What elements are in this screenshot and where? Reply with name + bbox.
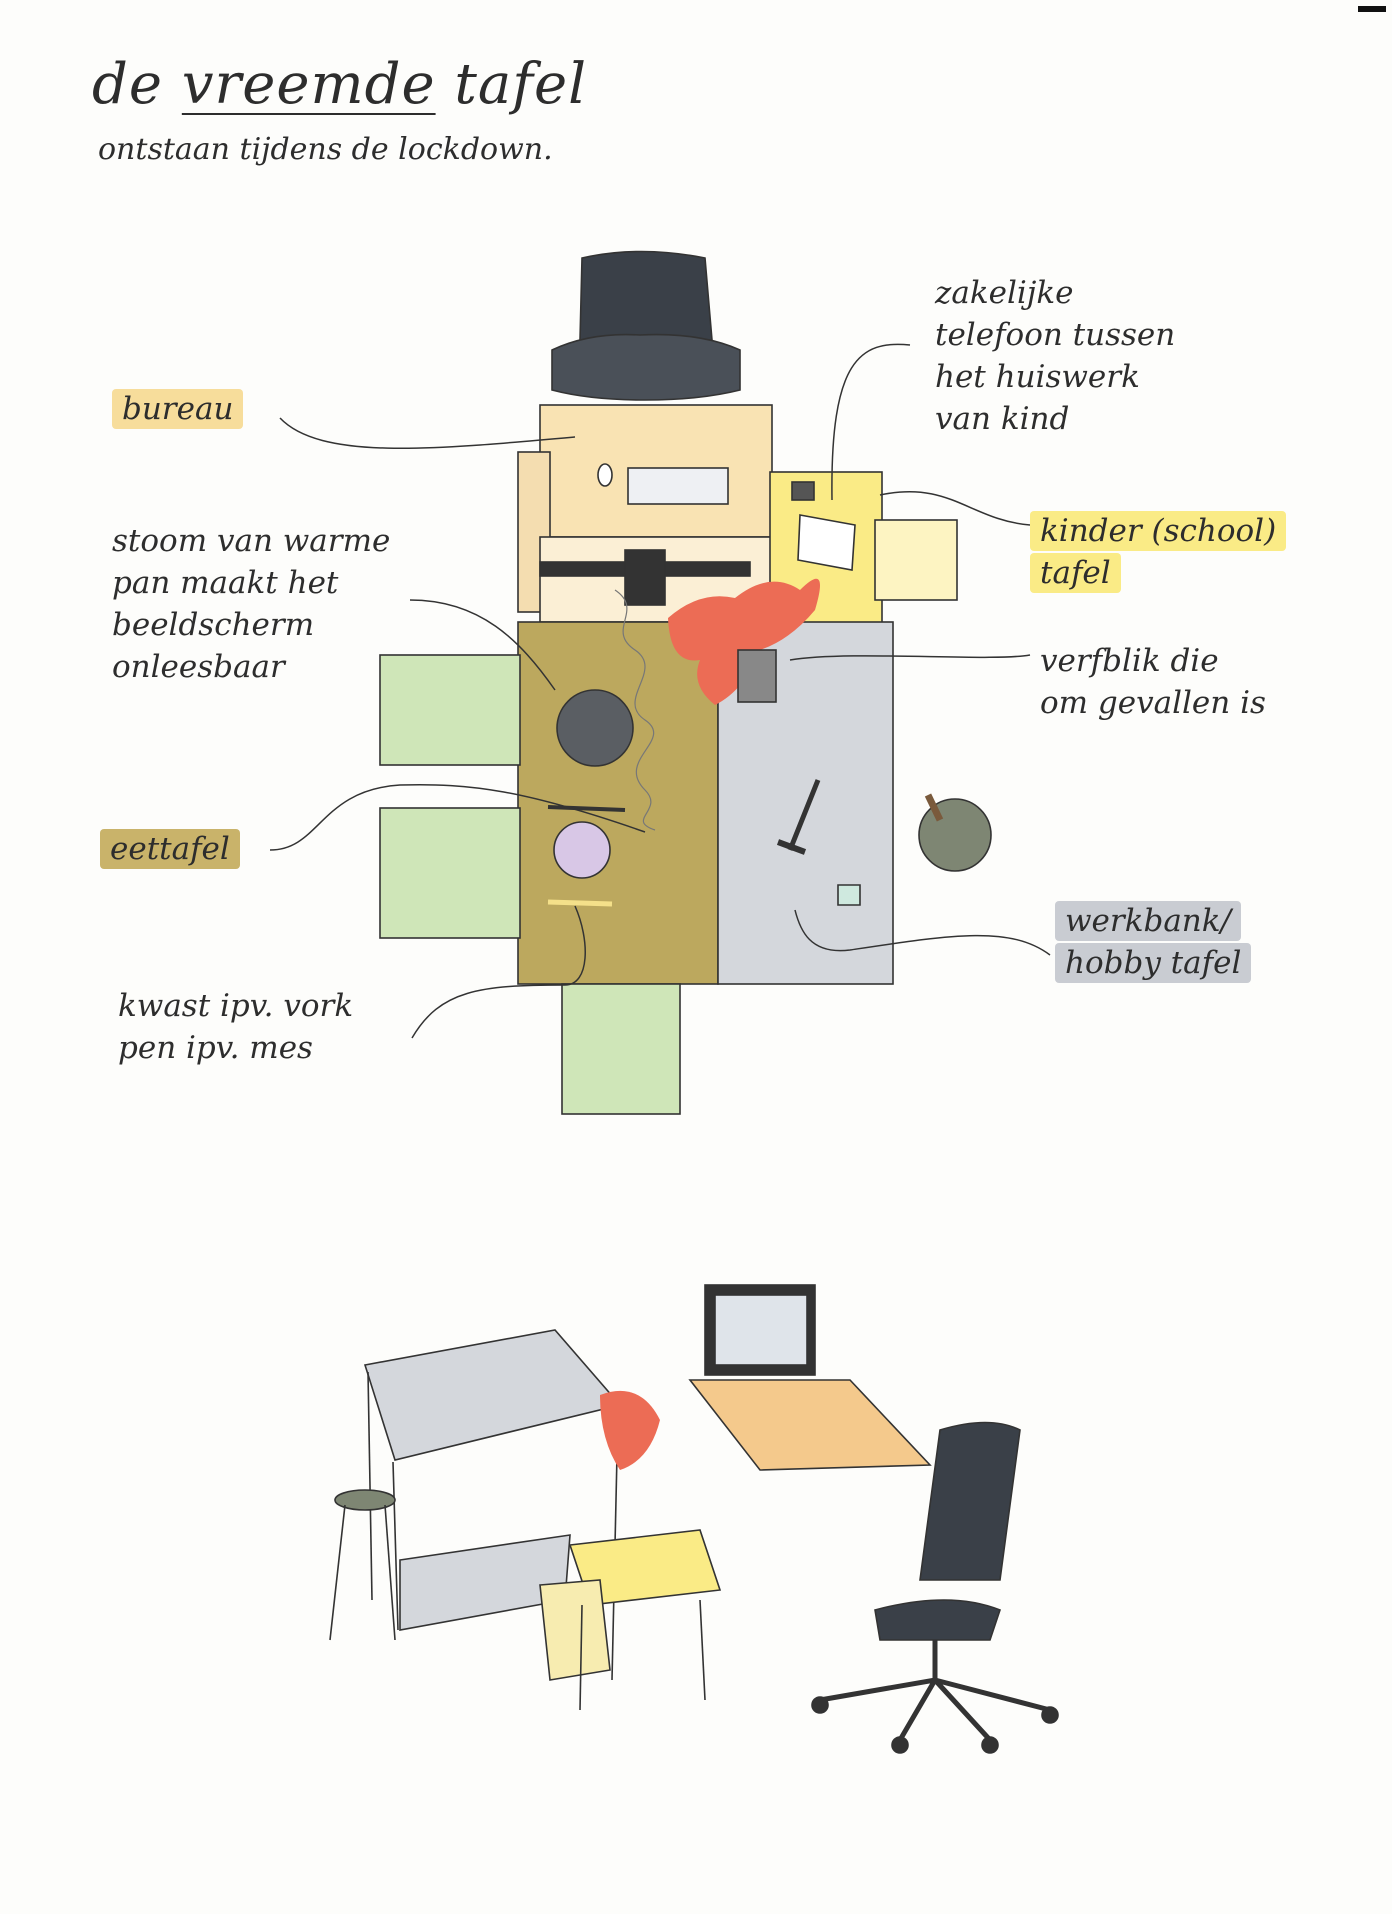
label-kwast: kwast ipv. vork pen ipv. mes bbox=[118, 985, 353, 1069]
eettafel bbox=[380, 622, 718, 1114]
label-kwast-line1: kwast ipv. vork bbox=[118, 985, 353, 1027]
label-zakelijke-line2: telefoon tussen bbox=[935, 314, 1175, 356]
label-zakelijke-line1: zakelijke bbox=[935, 272, 1175, 314]
label-verfblik-line2: om gevallen is bbox=[1040, 682, 1266, 724]
label-werkbank-line1: werkbank/ bbox=[1055, 901, 1241, 941]
label-werkbank-line2: hobby tafel bbox=[1055, 943, 1251, 983]
label-zakelijke-telefoon: zakelijke telefoon tussen het huiswerk v… bbox=[935, 272, 1175, 440]
label-zakelijke-line3: het huiswerk bbox=[935, 356, 1175, 398]
label-bureau: bureau bbox=[112, 388, 243, 430]
label-stoom-line1: stoom van warme bbox=[112, 520, 390, 562]
label-bureau-text: bureau bbox=[112, 389, 243, 429]
label-stoom-line3: beeldscherm bbox=[112, 604, 390, 646]
label-kindertafel-line2: tafel bbox=[1030, 553, 1121, 593]
label-verfblik-line1: verfblik die bbox=[1040, 640, 1266, 682]
label-stoom-line2: pan maakt het bbox=[112, 562, 390, 604]
label-werkbank: werkbank/ hobby tafel bbox=[1055, 900, 1251, 984]
label-kindertafel-line1: kinder (school) bbox=[1030, 511, 1286, 551]
perspective-drawing bbox=[330, 1285, 1058, 1753]
label-eettafel-text: eettafel bbox=[100, 829, 240, 869]
label-zakelijke-line4: van kind bbox=[935, 398, 1175, 440]
label-eettafel: eettafel bbox=[100, 828, 240, 870]
label-verfblik: verfblik die om gevallen is bbox=[1040, 640, 1266, 724]
label-stoom-line4: onleesbaar bbox=[112, 646, 390, 688]
label-kwast-line2: pen ipv. mes bbox=[118, 1027, 353, 1069]
label-stoom: stoom van warme pan maakt het beeldscher… bbox=[112, 520, 390, 688]
bureau-desk bbox=[518, 405, 772, 622]
label-kindertafel: kinder (school) tafel bbox=[1030, 510, 1286, 594]
office-chair-top bbox=[552, 252, 740, 401]
